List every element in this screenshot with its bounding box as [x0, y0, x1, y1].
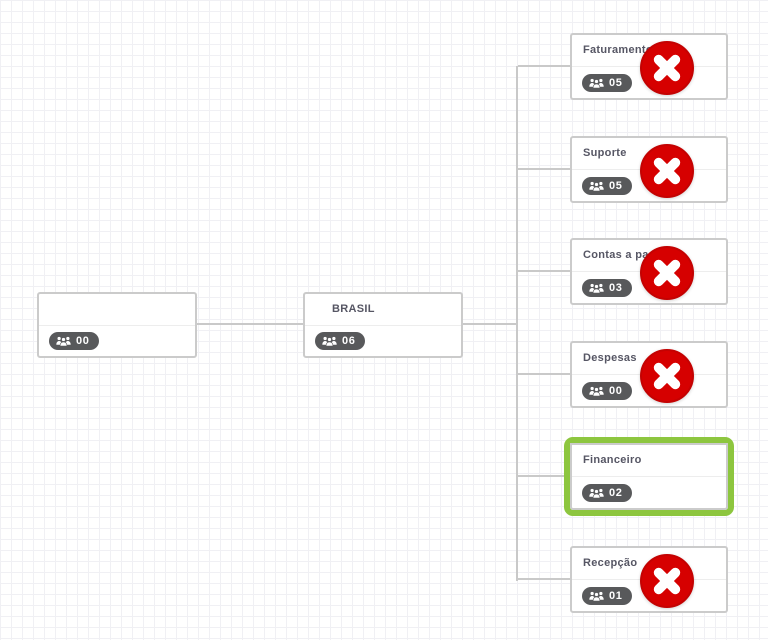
member-count: 05: [609, 77, 623, 89]
member-count-badge: 02: [582, 484, 633, 502]
member-count: 05: [609, 180, 623, 192]
node-title: Despesas: [583, 352, 637, 364]
x-icon: [653, 259, 681, 287]
node-title: Suporte: [583, 147, 627, 159]
connector-branch-despesas: [518, 373, 570, 375]
connector-root-brasil: [197, 323, 303, 325]
node-title: Recepção: [583, 557, 638, 569]
org-node-financeiro[interactable]: Financeiro 02: [570, 443, 728, 510]
node-title: Financeiro: [583, 454, 642, 466]
org-node-faturamento[interactable]: Faturamento 05: [570, 33, 728, 100]
org-node-recepcao[interactable]: Recepção 01: [570, 546, 728, 613]
org-node-despesas[interactable]: Despesas 00: [570, 341, 728, 408]
member-count: 02: [609, 487, 623, 499]
users-icon: [56, 335, 71, 347]
org-node-suporte[interactable]: Suporte 05: [570, 136, 728, 203]
users-icon: [589, 282, 604, 294]
users-icon: [589, 385, 604, 397]
member-count-badge: 00: [49, 332, 100, 350]
delete-node-button[interactable]: [640, 554, 694, 608]
users-icon: [589, 180, 604, 192]
connector-branch-suporte: [518, 168, 570, 170]
member-count: 03: [609, 282, 623, 294]
selection-highlight: Financeiro 02: [564, 437, 734, 516]
connector-branch-recepcao: [518, 578, 570, 580]
node-divider: [572, 476, 726, 477]
node-divider: [305, 325, 461, 326]
node-title: Faturamento: [583, 44, 653, 56]
connector-trunk: [516, 66, 518, 581]
member-count: 00: [76, 335, 90, 347]
x-icon: [653, 157, 681, 185]
x-icon: [653, 567, 681, 595]
delete-node-button[interactable]: [640, 349, 694, 403]
delete-node-button[interactable]: [640, 144, 694, 198]
member-count-badge: 05: [582, 177, 633, 195]
member-count: 06: [342, 335, 356, 347]
x-icon: [653, 54, 681, 82]
member-count-badge: 05: [582, 74, 633, 92]
connector-branch-faturamento: [518, 65, 570, 67]
org-node-contas-a-pagar[interactable]: Contas a pagar 03: [570, 238, 728, 305]
member-count: 01: [609, 590, 623, 602]
node-divider: [39, 325, 195, 326]
org-node-root[interactable]: 00: [37, 292, 197, 358]
member-count-badge: 01: [582, 587, 633, 605]
member-count-badge: 00: [582, 382, 633, 400]
member-count-badge: 03: [582, 279, 633, 297]
node-title: BRASIL: [332, 303, 375, 315]
member-count: 00: [609, 385, 623, 397]
connector-brasil-trunk: [463, 323, 516, 325]
connector-branch-financeiro: [518, 475, 570, 477]
delete-node-button[interactable]: [640, 246, 694, 300]
connector-branch-contas: [518, 270, 570, 272]
x-icon: [653, 362, 681, 390]
member-count-badge: 06: [315, 332, 366, 350]
users-icon: [589, 590, 604, 602]
users-icon: [589, 77, 604, 89]
users-icon: [322, 335, 337, 347]
users-icon: [589, 487, 604, 499]
delete-node-button[interactable]: [640, 41, 694, 95]
org-node-brasil[interactable]: BRASIL 06: [303, 292, 463, 358]
